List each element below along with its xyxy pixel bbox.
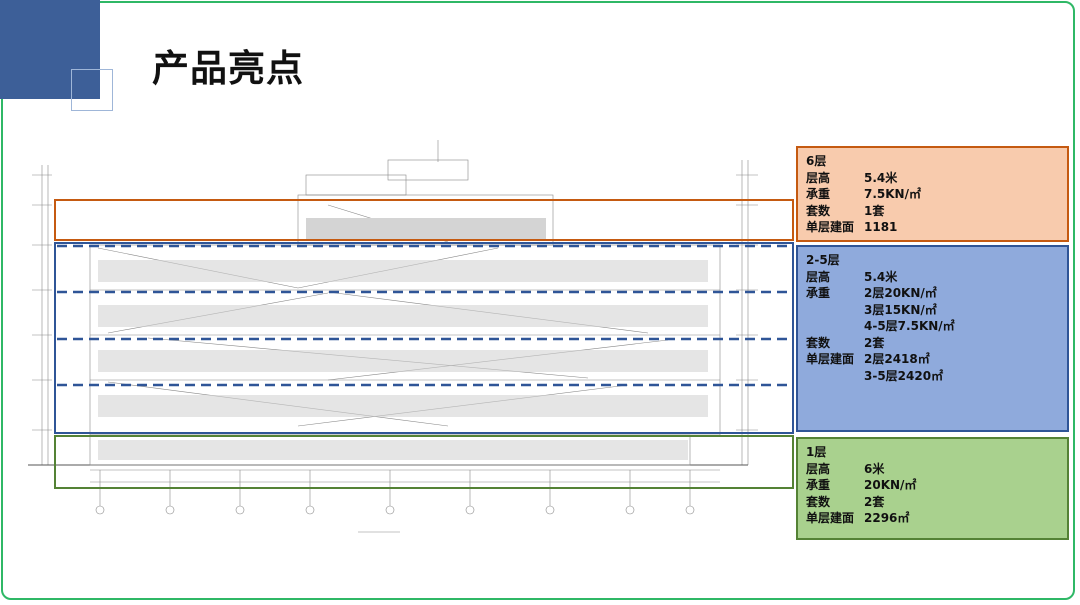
floor-2-5-row-area: 单层建面 2层2418㎡ 3-5层2420㎡ bbox=[806, 352, 944, 383]
floor-6-title: 6层 bbox=[806, 154, 827, 168]
floor-2-5-row-height: 层高 5.4米 bbox=[806, 269, 898, 284]
floor-1-row-units: 套数 2套 bbox=[806, 494, 885, 509]
building-elevation-drawing bbox=[28, 130, 798, 545]
floor-6-info-box: 6层 层高 5.4米 承重 7.5KN/㎡ 套数 1套 单层建面 1181 bbox=[796, 146, 1069, 242]
page-title: 产品亮点 bbox=[152, 47, 304, 90]
floor-6-row-units: 套数 1套 bbox=[806, 203, 885, 218]
floor-6-row-height: 层高 5.4米 bbox=[806, 170, 898, 185]
floor-6-row-load: 承重 7.5KN/㎡ bbox=[806, 187, 921, 201]
corner-outline-decoration bbox=[71, 69, 113, 111]
corner-decoration bbox=[0, 0, 100, 99]
floor-2-5-row-units: 套数 2套 bbox=[806, 335, 885, 350]
floor-2-5-info-box: 2-5层 层高 5.4米 承重 2层20KN/㎡ 3层15KN/㎡ 4-5层7.… bbox=[796, 245, 1069, 432]
floor-1-row-height: 层高 6米 bbox=[806, 461, 885, 476]
floor-2-5-row-load: 承重 2层20KN/㎡ 3层15KN/㎡ 4-5层7.5KN/㎡ bbox=[806, 286, 955, 333]
floor-6-row-area: 单层建面 1181 bbox=[806, 220, 898, 234]
floor-1-info-box: 1层 层高 6米 承重 20KN/㎡ 套数 2套 单层建面 2296㎡ bbox=[796, 437, 1069, 540]
floor-2-5-title: 2-5层 bbox=[806, 253, 840, 267]
floor-1-row-area: 单层建面 2296㎡ bbox=[806, 511, 910, 525]
floor-1-title: 1层 bbox=[806, 445, 827, 459]
floor-1-row-load: 承重 20KN/㎡ bbox=[806, 478, 917, 492]
